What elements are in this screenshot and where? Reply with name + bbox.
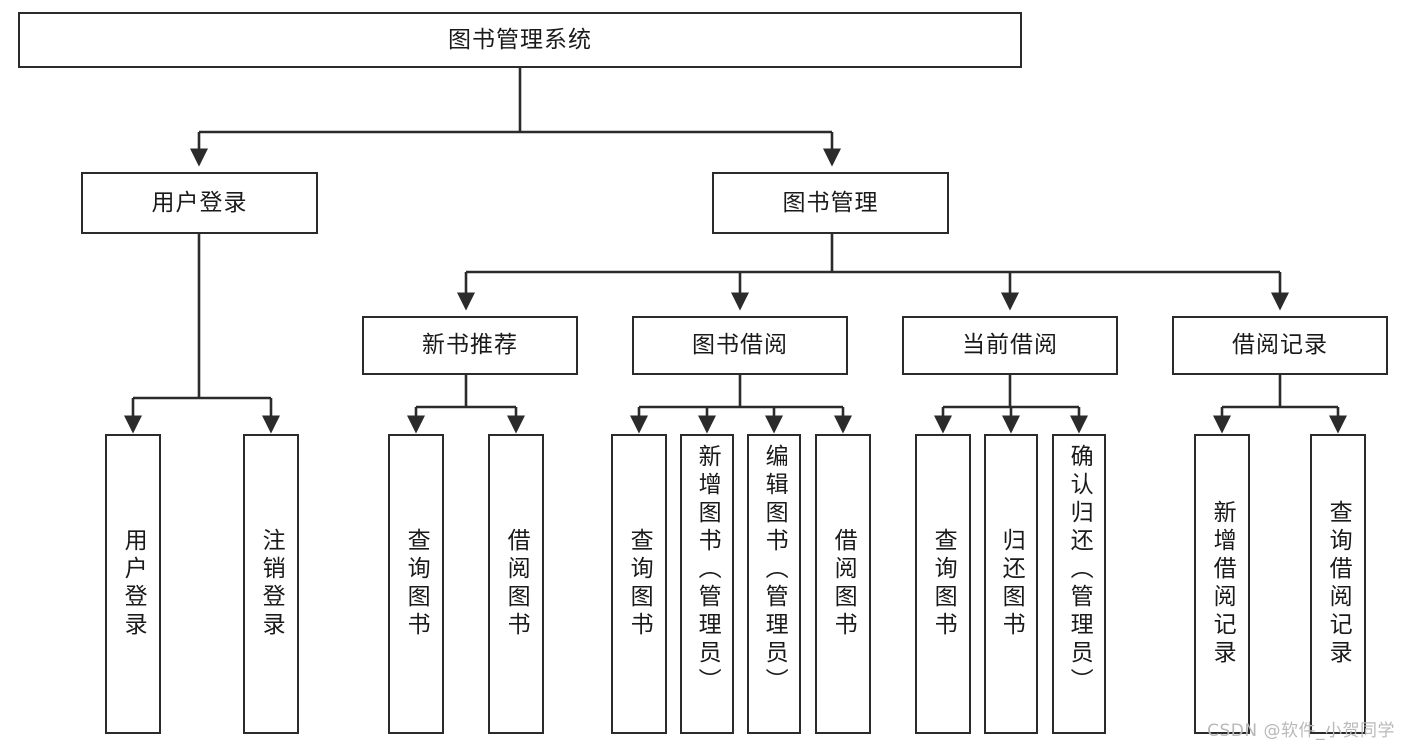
leaf-borrow-add-book-admin[interactable]: 新增图书（管理员） [680,434,734,734]
node-label: 图书借阅 [692,332,788,359]
leaf-recommend-query-book[interactable]: 查询图书 [388,434,444,734]
node-label: 新书推荐 [422,332,518,359]
leaf-user-logout[interactable]: 注销登录 [243,434,299,734]
node-borrow-record[interactable]: 借阅记录 [1172,316,1388,375]
leaf-current-confirm-return-admin[interactable]: 确认归还（管理员） [1052,434,1106,734]
node-label: 查询图书 [626,528,653,640]
leaf-record-add-record[interactable]: 新增借阅记录 [1194,434,1250,734]
node-label: 新增借阅记录 [1209,500,1236,668]
leaf-user-login[interactable]: 用户登录 [105,434,161,734]
node-label: 查询借阅记录 [1325,500,1352,668]
node-root-system[interactable]: 图书管理系统 [18,12,1022,68]
leaf-current-return-book[interactable]: 归还图书 [984,434,1038,734]
node-label: 编辑图书（管理员） [761,444,788,696]
node-book-borrow[interactable]: 图书借阅 [632,316,848,375]
node-current-borrow[interactable]: 当前借阅 [902,316,1118,375]
node-label: 当前借阅 [962,332,1058,359]
node-label: 借阅记录 [1232,332,1328,359]
node-label: 新增图书（管理员） [694,444,721,696]
node-label: 借阅图书 [830,528,857,640]
leaf-borrow-borrow-book[interactable]: 借阅图书 [815,434,871,734]
node-label: 用户登录 [151,189,248,216]
node-label: 确认归还（管理员） [1066,444,1093,696]
leaf-borrow-edit-book-admin[interactable]: 编辑图书（管理员） [747,434,801,734]
leaf-recommend-borrow-book[interactable]: 借阅图书 [488,434,544,734]
node-user-login[interactable]: 用户登录 [81,172,318,234]
node-label: 借阅图书 [503,528,530,640]
node-book-management[interactable]: 图书管理 [712,172,949,234]
node-label: 图书管理 [782,189,879,216]
node-label: 查询图书 [930,528,957,640]
node-label: 用户登录 [120,528,147,640]
leaf-current-query-book[interactable]: 查询图书 [915,434,971,734]
node-label: 归还图书 [998,528,1025,640]
node-new-book-recommend[interactable]: 新书推荐 [362,316,578,375]
leaf-borrow-query-book[interactable]: 查询图书 [611,434,667,734]
node-label: 查询图书 [403,528,430,640]
leaf-record-query-record[interactable]: 查询借阅记录 [1310,434,1366,734]
node-label: 注销登录 [258,528,285,640]
node-label: 图书管理系统 [448,26,592,53]
